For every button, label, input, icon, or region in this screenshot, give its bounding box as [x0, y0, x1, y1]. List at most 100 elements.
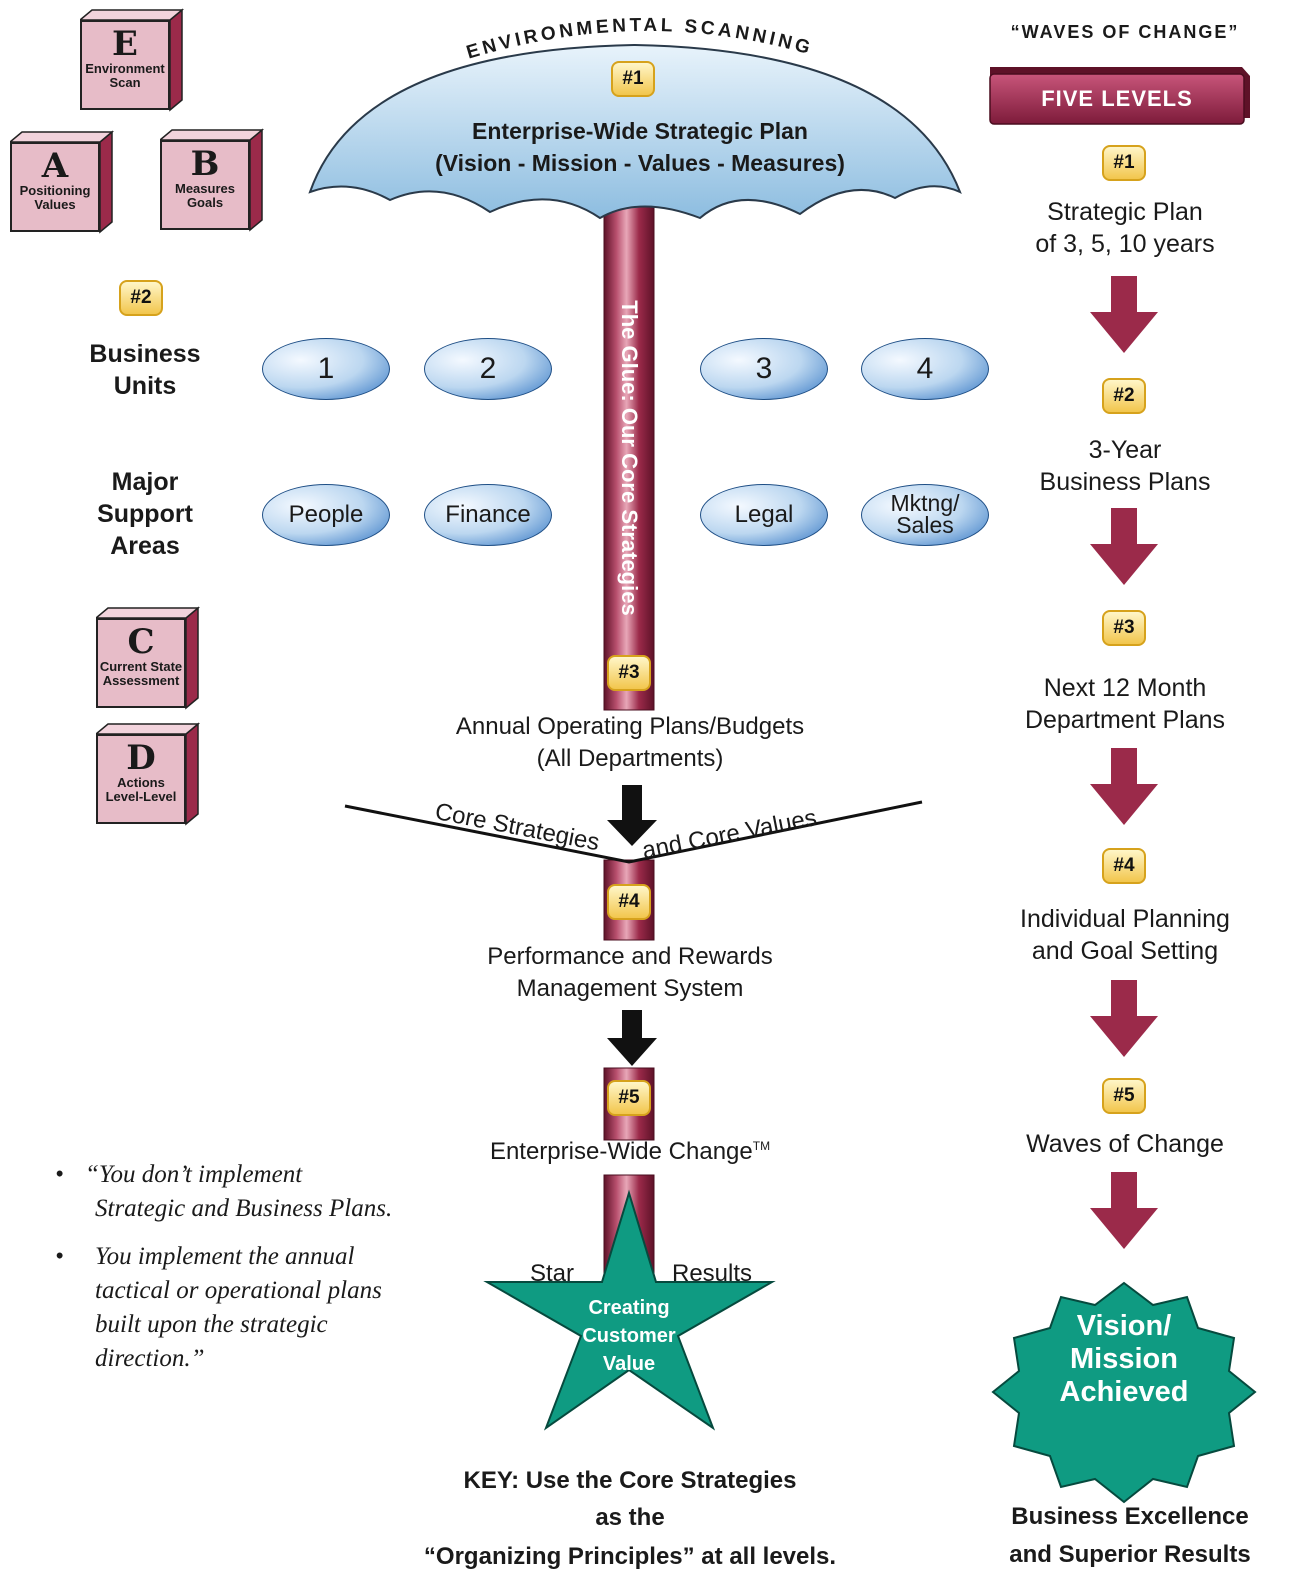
business-unit-3: 3 [700, 338, 828, 400]
pole-text: The Glue: Our Core Strategies [617, 300, 642, 616]
cube-c-line2: Assessment [102, 673, 180, 688]
cube-e-line1: Environment [85, 61, 165, 76]
support-areas-line1: Major [111, 468, 179, 496]
wave-level-2-line2: Business Plans [1039, 468, 1211, 496]
vision-burst [991, 1281, 1257, 1504]
wave-level-1-line1: Strategic Plan [1047, 198, 1203, 226]
badge-2-left: #2 [119, 280, 163, 316]
trademark-mark: TM [752, 1139, 771, 1153]
pole-upper [603, 204, 655, 711]
maroon-arrow-2 [1090, 508, 1158, 585]
enterprise-wide-change: Enterprise-Wide ChangeTM [380, 1138, 880, 1166]
business-unit-4: 4 [861, 338, 989, 400]
quote-bullet-2: • [55, 1243, 64, 1270]
key-line3: “Organizing Principles” at all levels. [423, 1543, 837, 1570]
key-line2: as the [595, 1504, 665, 1531]
cube-a-line1: Positioning [19, 183, 91, 198]
support-legal: Legal [700, 484, 828, 546]
business-units-line1: Business [89, 340, 201, 368]
quote-2-line1: You implement the annual [95, 1243, 355, 1270]
badge-3-pole: #3 [607, 655, 651, 691]
v-line [344, 800, 923, 864]
support-finance: Finance [424, 484, 552, 546]
business-unit-2: 2 [424, 338, 552, 400]
cube-a-line2: Values [34, 197, 76, 212]
maroon-arrow-1 [1090, 276, 1158, 353]
badge-4-pole: #4 [607, 884, 651, 920]
umbrella-title-line1: Enterprise-Wide Strategic Plan [472, 118, 808, 144]
cube-b-sides [160, 128, 265, 232]
annual-plans-line1: Annual Operating Plans/Budgets [455, 713, 805, 740]
support-mktng-line1: Mktng/ [890, 490, 960, 517]
star-line2: Customer [582, 1325, 676, 1347]
cube-e-line2: Scan [109, 75, 141, 90]
star-shape [483, 1189, 776, 1431]
wave-badge-5: #5 [1102, 1078, 1146, 1114]
star-left-label: Star [530, 1260, 575, 1287]
five-levels-banner [989, 67, 1250, 125]
support-people: People [262, 484, 390, 546]
environmental-scanning-arc: ENVIRONMENTAL SCANNING [464, 15, 815, 64]
cube-b-line2: Goals [186, 195, 224, 210]
maroon-arrow-3 [1090, 748, 1158, 825]
wave-level-1-line2: of 3, 5, 10 years [1035, 230, 1215, 258]
wave-badge-3: #3 [1102, 610, 1146, 646]
cube-d-line2: Level-Level [105, 789, 177, 804]
support-areas-line2: Support [97, 500, 193, 528]
quote-1-line2: Strategic and Business Plans. [95, 1195, 393, 1222]
cube-c-line1: Current State [99, 659, 183, 674]
cube-b-letter: B [190, 144, 220, 184]
five-levels-label: FIVE LEVELS [1041, 86, 1193, 111]
cube-d-letter: D [126, 738, 156, 778]
support-marketing-sales: Mktng/ Sales [861, 484, 989, 546]
wave-level-3-line1: Next 12 Month [1043, 674, 1207, 702]
wave-level-5-line1: Waves of Change [1026, 1130, 1224, 1158]
wave-badge-2: #2 [1102, 378, 1146, 414]
cube-c-letter: C [127, 622, 155, 662]
wave-level-3-line2: Department Plans [1024, 706, 1226, 734]
business-unit-1: 1 [262, 338, 390, 400]
quote-1-line1: “You don’t implement [85, 1161, 303, 1188]
waves-footer-line2: and Superior Results [1009, 1541, 1251, 1568]
star-line1: Creating [588, 1297, 670, 1319]
cube-e-letter: E [112, 24, 138, 64]
badge-5-pole: #5 [607, 1080, 651, 1116]
performance-line2: Management System [516, 975, 744, 1002]
cube-b-line1: Measures [175, 181, 235, 196]
umbrella-canopy [308, 43, 962, 220]
cube-e-sides [80, 8, 185, 112]
waves-footer-line1: Business Excellence [1011, 1503, 1249, 1530]
quote-2-line2: tactical or operational plans [95, 1277, 382, 1304]
quote-2-line3: built upon the strategic [95, 1311, 328, 1338]
key-line1: KEY: Use the Core Strategies [463, 1467, 797, 1494]
performance-line1: Performance and Rewards [487, 943, 773, 970]
business-units-line2: Units [113, 372, 177, 400]
cube-a-letter: A [41, 146, 69, 186]
umbrella-title-line2: (Vision - Mission - Values - Measures) [435, 150, 845, 176]
cube-d-line1: Actions [117, 775, 165, 790]
black-arrow-2 [607, 1010, 657, 1066]
waves-title: “WAVES OF CHANGE” [1010, 22, 1240, 42]
badge-1-umbrella: #1 [611, 61, 655, 97]
black-arrow-1 [607, 785, 657, 846]
burst-line1: Vision/ [1076, 1310, 1172, 1342]
star-line3: Value [602, 1353, 656, 1375]
wave-badge-4: #4 [1102, 848, 1146, 884]
burst-line3: Achieved [1059, 1376, 1189, 1408]
maroon-arrow-5 [1090, 1172, 1158, 1249]
wave-badge-1: #1 [1102, 145, 1146, 181]
wave-level-2-line1: 3-Year [1088, 436, 1162, 464]
burst-line2: Mission [1070, 1343, 1178, 1375]
wave-level-4-line2: and Goal Setting [1031, 937, 1219, 965]
wave-level-4-line1: Individual Planning [1020, 905, 1230, 933]
maroon-arrow-4 [1090, 980, 1158, 1057]
support-mktng-line2: Sales [896, 512, 954, 538]
star-right-label: Results [672, 1260, 753, 1287]
cube-c-sides [96, 606, 201, 710]
annual-plans-line2: (All Departments) [536, 745, 724, 772]
enterprise-wide-change-text: Enterprise-Wide Change [489, 1138, 753, 1165]
arc-text-layer: ENVIRONMENTAL SCANNING [464, 15, 815, 64]
quote-2-line4: direction.” [95, 1345, 205, 1372]
support-areas-line3: Areas [110, 532, 180, 560]
